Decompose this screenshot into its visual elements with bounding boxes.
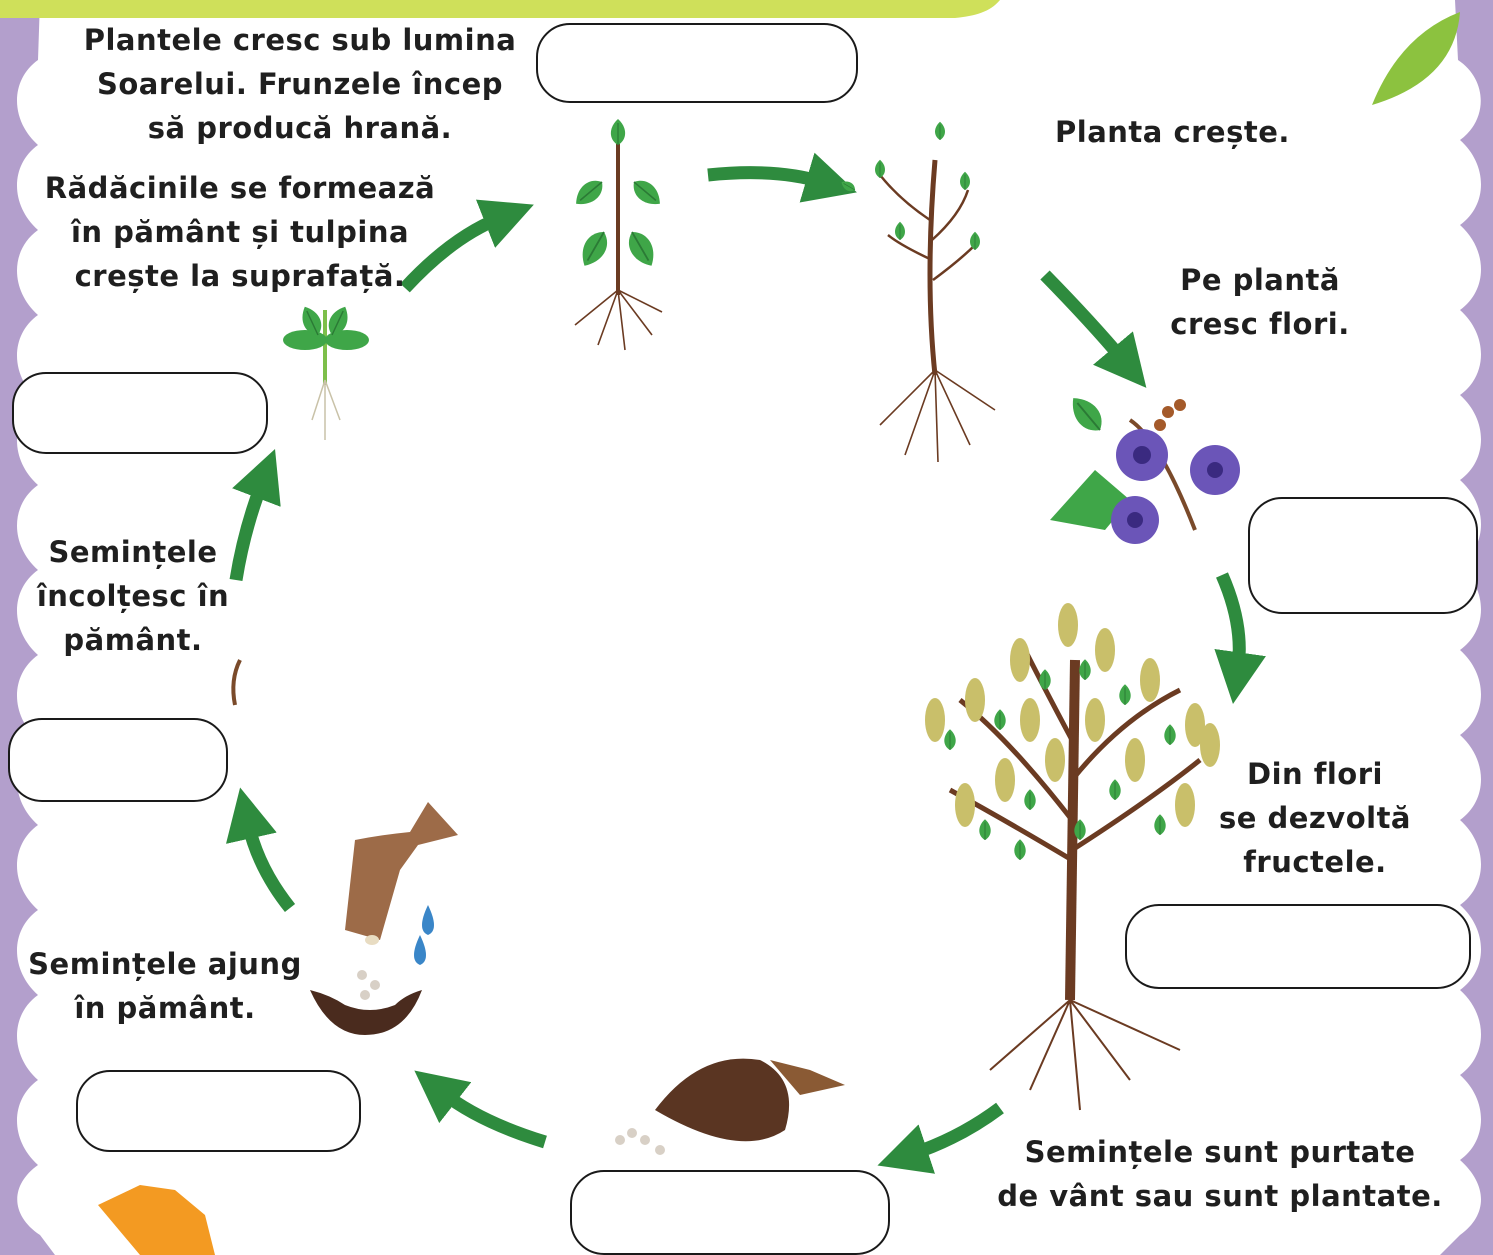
leaf-icon bbox=[1372, 12, 1460, 105]
sprout-icon bbox=[231, 659, 242, 706]
answer-box-2[interactable] bbox=[1248, 497, 1478, 614]
arrow-5 bbox=[414, 1070, 547, 1149]
answer-box-4[interactable] bbox=[570, 1170, 890, 1255]
fruit-pod-icon bbox=[615, 1058, 845, 1155]
arrow-2 bbox=[1040, 270, 1147, 388]
leaf-icon bbox=[98, 1185, 215, 1255]
arrow-6 bbox=[226, 787, 296, 913]
arrow-7 bbox=[229, 449, 281, 582]
hand-seeds-icon bbox=[310, 802, 458, 1035]
answer-box-7[interactable] bbox=[12, 372, 268, 454]
answer-box-6[interactable] bbox=[8, 718, 228, 802]
seedling-icon bbox=[283, 302, 369, 440]
arrow-4 bbox=[877, 1102, 1004, 1174]
answer-box-3[interactable] bbox=[1125, 904, 1471, 989]
arrow-8 bbox=[400, 199, 534, 293]
tree-icon bbox=[925, 603, 1220, 1111]
top-band bbox=[0, 0, 1000, 18]
answer-box-1[interactable] bbox=[536, 23, 858, 103]
growing-plant-icon bbox=[838, 121, 996, 463]
caption-plant-grows: Planta crește. bbox=[1055, 115, 1290, 149]
arrow-3 bbox=[1214, 572, 1266, 705]
cycle-arrows bbox=[226, 152, 1266, 1174]
flowers-icon bbox=[1050, 389, 1240, 544]
arrow-1 bbox=[707, 152, 857, 203]
answer-box-5[interactable] bbox=[76, 1070, 361, 1152]
card-background bbox=[17, 0, 1481, 1255]
young-plant-icon bbox=[569, 118, 667, 351]
